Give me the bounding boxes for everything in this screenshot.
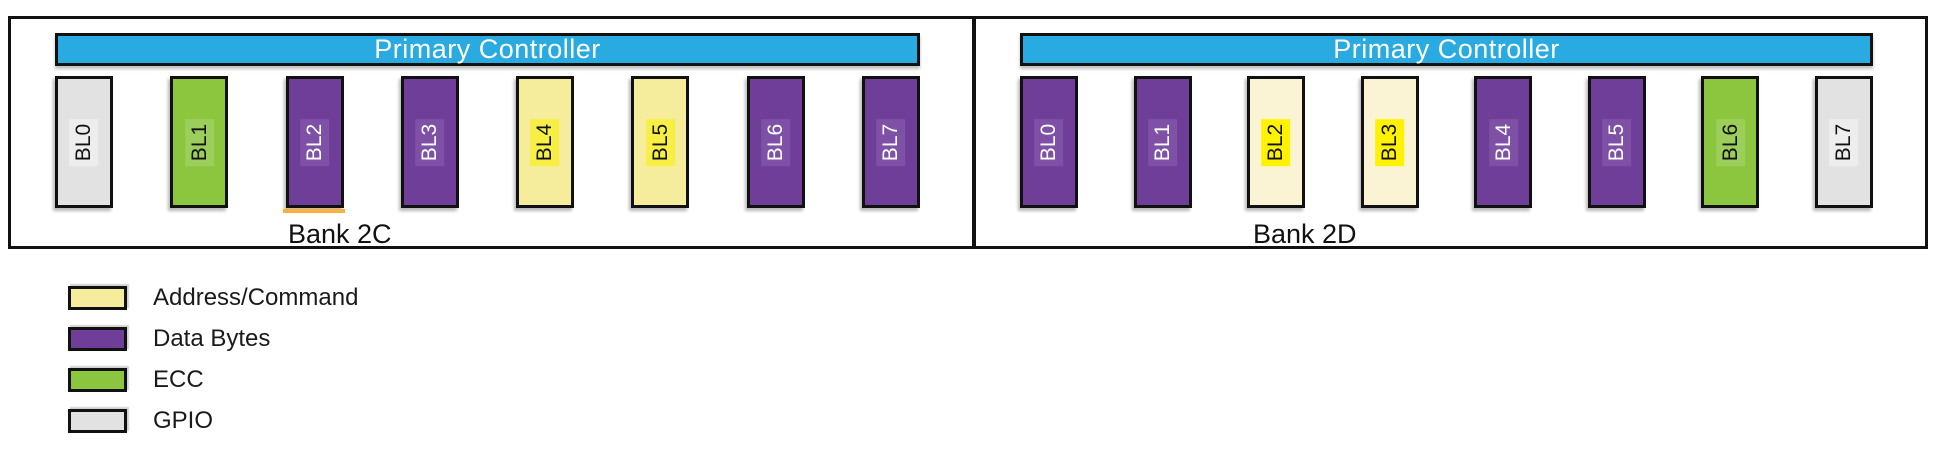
primary-controller-label: Primary Controller — [1333, 34, 1560, 64]
bank-2d: Primary Controller BL0 BL1 BL2 BL3 BL4 — [976, 19, 1925, 249]
bank2d-block-bl3: BL3 — [1360, 76, 1419, 208]
legend-label: ECC — [153, 366, 204, 393]
bank-2c: Primary Controller BL0 BL1 BL2 BL3 BL4 — [11, 19, 972, 249]
legend-label: Address/Command — [153, 284, 359, 311]
legend-item-ecc: ECC — [68, 366, 358, 393]
block-label: BL3 — [1375, 118, 1405, 166]
block-label: BL7 — [1829, 118, 1859, 166]
primary-controller-bar-2d: Primary Controller — [1020, 33, 1873, 66]
ecc-swatch — [68, 368, 127, 392]
legend-label: Data Bytes — [153, 325, 271, 352]
block-label: BL3 — [415, 118, 445, 166]
legend-label: GPIO — [153, 407, 214, 434]
legend: Address/Command Data Bytes ECC GPIO — [68, 284, 359, 450]
block-label: BL4 — [530, 118, 560, 166]
legend-item-address-command: Address/Command — [68, 284, 359, 311]
bank-2c-label: Bank 2C — [288, 219, 392, 249]
block-label: BL1 — [1148, 118, 1178, 166]
block-label: BL6 — [1715, 118, 1745, 166]
block-label: BL5 — [1602, 118, 1632, 166]
block-label: BL6 — [761, 118, 791, 166]
primary-controller-label: Primary Controller — [374, 34, 601, 64]
bank-2d-label: Bank 2D — [1253, 219, 1357, 249]
block-label: BL7 — [876, 118, 906, 166]
bank-divider — [972, 19, 976, 246]
legend-item-gpio: GPIO — [68, 407, 358, 434]
highlight-underline — [283, 209, 345, 213]
block-label: BL2 — [300, 118, 330, 166]
block-label: BL0 — [69, 118, 99, 166]
address-command-swatch — [68, 286, 127, 310]
block-label: BL0 — [1034, 118, 1064, 166]
bank-2d-blocks: BL0 BL1 BL2 BL3 BL4 BL5 BL6 — [1020, 76, 1873, 208]
legend-item-data-bytes: Data Bytes — [68, 325, 358, 352]
bank2d-block-bl6: BL6 — [1701, 76, 1760, 208]
block-label: BL2 — [1261, 118, 1291, 166]
bank2d-block-bl7: BL7 — [1814, 76, 1873, 208]
gpio-swatch — [68, 409, 127, 433]
block-label: BL5 — [645, 118, 675, 166]
bank2c-block-bl0: BL0 — [55, 76, 113, 208]
bank2c-block-bl6: BL6 — [746, 76, 805, 208]
bank2c-block-bl4: BL4 — [516, 76, 575, 208]
bank2c-block-bl2: BL2 — [285, 76, 344, 208]
bank2c-block-bl5: BL5 — [631, 76, 690, 208]
primary-controller-bar-2c: Primary Controller — [55, 33, 920, 66]
bank2d-block-bl2: BL2 — [1247, 76, 1306, 208]
block-label: BL4 — [1488, 118, 1518, 166]
bank2d-block-bl4: BL4 — [1474, 76, 1533, 208]
bank2c-block-bl1: BL1 — [170, 76, 229, 208]
banks-frame: Primary Controller BL0 BL1 BL2 BL3 BL4 — [8, 16, 1928, 249]
bank2c-block-bl7: BL7 — [861, 76, 920, 208]
bank2d-block-bl0: BL0 — [1020, 76, 1078, 208]
data-bytes-swatch — [68, 327, 127, 351]
block-label: BL1 — [184, 118, 214, 166]
bank2d-block-bl5: BL5 — [1587, 76, 1646, 208]
bank-2c-blocks: BL0 BL1 BL2 BL3 BL4 BL5 BL6 — [55, 76, 920, 208]
bank2c-block-bl3: BL3 — [400, 76, 459, 208]
bank2d-block-bl1: BL1 — [1133, 76, 1192, 208]
